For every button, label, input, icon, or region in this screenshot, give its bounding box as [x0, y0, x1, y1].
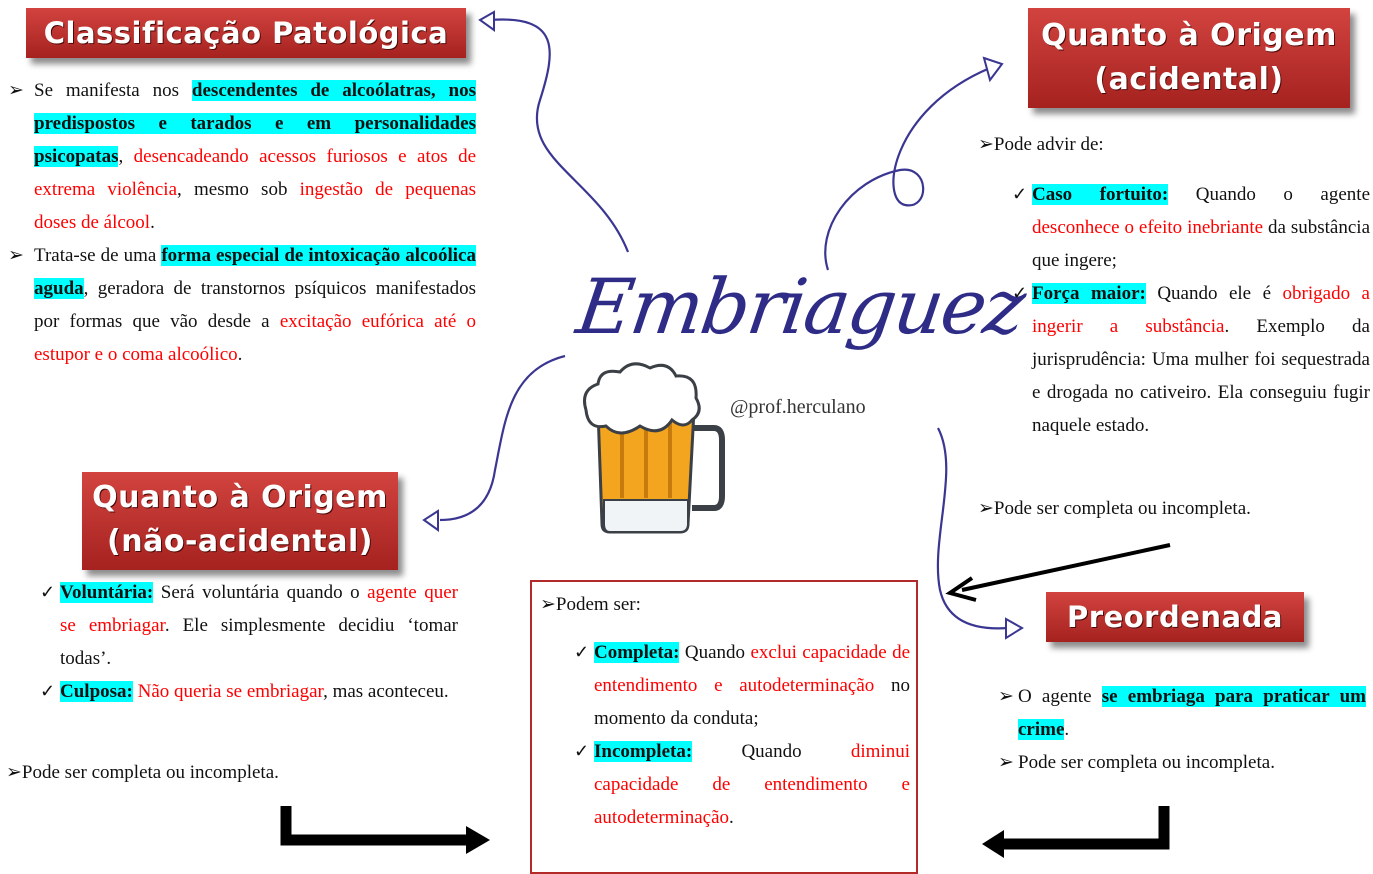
check-icon: ✓	[574, 741, 590, 761]
nao-acidental-item-voluntaria: ✓Voluntária: Será voluntária quando o ag…	[40, 576, 458, 675]
podem-ser-box	[530, 580, 918, 874]
acidental-item-caso-fortuito: ✓Caso fortuito: Quando o agente desconhe…	[1012, 178, 1370, 277]
check-icon: ✓	[574, 642, 590, 662]
check-icon: ✓	[1012, 283, 1028, 303]
nao-acidental-item-culposa: ✓Culposa: Não queria se embriagar, mas a…	[40, 675, 458, 708]
curly-arrow-icon	[439, 354, 566, 522]
central-title: Embriaguez	[571, 262, 1030, 351]
patologica-block: ➢Se manifesta nos descendentes de alcoól…	[8, 74, 476, 371]
acidental-list: ✓Caso fortuito: Quando o agente desconhe…	[1012, 178, 1370, 442]
arrow-bullet-icon: ➢	[8, 80, 24, 101]
podem-ser-item-completa: ✓Completa: Quando exclui capacidade de e…	[574, 636, 910, 735]
bracket-arrow-icon	[280, 806, 470, 846]
preordenada-item-2: ➢Pode ser completa ou incompleta.	[998, 746, 1366, 779]
acidental-item-forca-maior: ✓Força maior: Quando ele é obrigado a in…	[1012, 277, 1370, 442]
curly-arrow-icon	[824, 66, 991, 271]
podem-ser-item-incompleta: ✓Incompleta: Quando diminui capacidade d…	[574, 735, 910, 834]
black-arrow-icon	[961, 543, 1171, 592]
curly-arrow-icon	[936, 427, 1009, 630]
author-handle: @prof.herculano	[730, 396, 866, 418]
check-icon: ✓	[1012, 184, 1028, 204]
beer-mug-icon	[583, 362, 725, 534]
nao-acidental-footer: ➢Pode ser completa ou incompleta.	[6, 762, 279, 783]
arrow-bullet-icon: ➢	[6, 762, 22, 783]
patologica-item-1: ➢Se manifesta nos descendentes de alcoól…	[8, 74, 476, 239]
acidental-intro: ➢Pode advir de:	[978, 134, 1104, 155]
arrow-bullet-icon: ➢	[998, 752, 1014, 773]
banner-preordenada: Preordenada	[1046, 592, 1304, 642]
arrow-bullet-icon: ➢	[540, 594, 556, 615]
preordenada-item-1: ➢O agente se embriaga para praticar um c…	[998, 680, 1366, 746]
bracket-arrow-icon	[1000, 806, 1170, 850]
check-icon: ✓	[40, 681, 56, 701]
preordenada-block: ➢O agente se embriaga para praticar um c…	[998, 680, 1366, 779]
arrow-bullet-icon: ➢	[978, 134, 994, 155]
podem-ser-list: ✓Completa: Quando exclui capacidade de e…	[574, 636, 910, 834]
check-icon: ✓	[40, 582, 56, 602]
arrow-bullet-icon: ➢	[978, 498, 994, 519]
patologica-item-2: ➢Trata-se de uma forma especial de intox…	[8, 239, 476, 371]
banner-origem-nao-acidental: Quanto à Origem (não-acidental)	[82, 472, 398, 570]
arrow-bullet-icon: ➢	[8, 245, 24, 266]
podem-ser-intro: ➢Podem ser:	[540, 594, 641, 615]
nao-acidental-list: ✓Voluntária: Será voluntária quando o ag…	[40, 576, 458, 708]
curly-arrow-icon	[489, 18, 630, 253]
banner-classificacao-patologica: Classificação Patológica	[26, 8, 466, 58]
acidental-footer: ➢Pode ser completa ou incompleta.	[978, 498, 1251, 519]
banner-origem-acidental: Quanto à Origem (acidental)	[1028, 8, 1350, 108]
arrow-bullet-icon: ➢	[998, 686, 1014, 707]
